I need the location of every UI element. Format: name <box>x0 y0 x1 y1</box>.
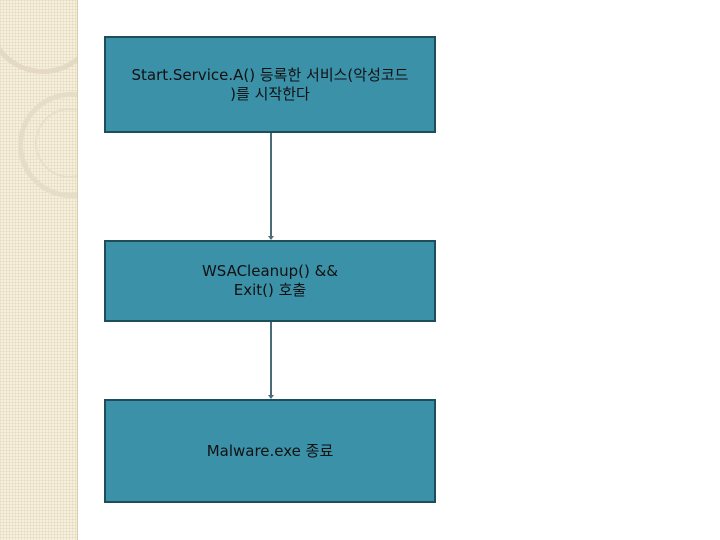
flow-step-2-line-2: Exit() 호출 <box>202 281 338 300</box>
flow-step-1-line-2: )를 시작한다 <box>132 85 409 104</box>
flow-step-2-line-1: WSACleanup() && <box>202 262 338 281</box>
decorative-ring <box>0 0 78 74</box>
flow-step-start-service: Start.Service.A() 등록한 서비스(악성코드 )를 시작한다 <box>104 36 436 133</box>
flow-step-3-line-1: Malware.exe 종료 <box>207 442 334 461</box>
flow-connector-arrow <box>270 322 272 397</box>
flow-step-malware-exit: Malware.exe 종료 <box>104 399 436 503</box>
flow-step-1-line-1: Start.Service.A() 등록한 서비스(악성코드 <box>132 66 409 85</box>
flow-step-wsacleanup-exit: WSACleanup() && Exit() 호출 <box>104 240 436 322</box>
flow-connector-arrow <box>270 133 272 238</box>
decorative-side-panel <box>0 0 78 540</box>
